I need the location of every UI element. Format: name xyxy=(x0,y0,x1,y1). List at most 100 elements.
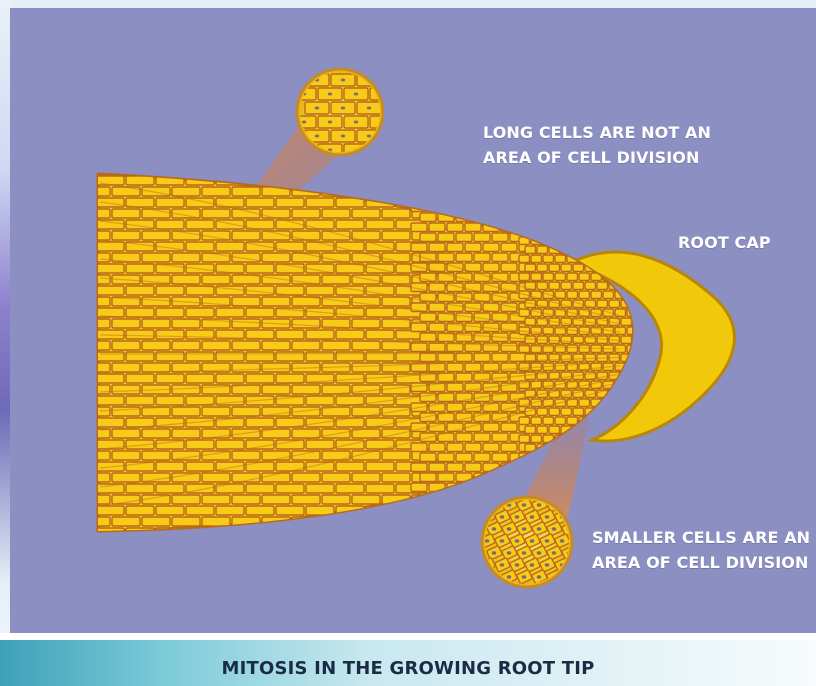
root-cell xyxy=(126,484,154,493)
root-cell xyxy=(156,462,184,471)
root-cell xyxy=(142,429,170,438)
root-cell xyxy=(519,463,535,472)
root-cell xyxy=(366,462,394,471)
root-cell-small xyxy=(579,237,590,245)
root-cell-small xyxy=(573,408,584,416)
root-cell xyxy=(246,484,274,493)
root-cell xyxy=(172,517,200,526)
cell-nucleus xyxy=(485,539,490,542)
root-cell-small xyxy=(543,255,554,263)
root-cell xyxy=(483,423,499,432)
root-cell xyxy=(96,528,124,537)
root-cell-small xyxy=(627,471,638,479)
root-cell xyxy=(82,495,110,504)
root-cell xyxy=(492,493,508,502)
cell-nucleus xyxy=(354,121,358,124)
root-cell xyxy=(246,198,274,207)
root-cell xyxy=(322,517,350,526)
root-cell xyxy=(474,353,490,362)
root-cell-small xyxy=(525,426,536,434)
cell-nucleus xyxy=(507,551,512,554)
root-cell xyxy=(492,453,508,462)
root-cell xyxy=(352,495,380,504)
root-cell xyxy=(82,209,110,218)
root-cell xyxy=(411,503,427,512)
root-cell-small xyxy=(627,345,638,353)
root-cell xyxy=(246,418,274,427)
root-cell xyxy=(420,493,436,502)
root-cell-small xyxy=(639,453,650,461)
root-cell xyxy=(322,473,350,482)
left-decorative-strip xyxy=(0,0,10,686)
root-cell xyxy=(483,263,499,272)
root-cell-small xyxy=(633,318,644,326)
root-cell xyxy=(412,187,440,196)
root-cell xyxy=(112,363,140,372)
root-cell xyxy=(456,513,472,522)
root-cell-small xyxy=(519,417,530,425)
cell-nucleus xyxy=(367,135,371,138)
root-cell xyxy=(186,242,214,251)
root-cell xyxy=(292,495,320,504)
root-cell-small xyxy=(603,237,614,245)
root-cell xyxy=(501,363,517,372)
root-cell xyxy=(519,223,535,232)
root-cell-small xyxy=(621,462,632,470)
root-cell xyxy=(438,453,454,462)
root-cell xyxy=(96,374,124,383)
root-cell xyxy=(382,253,410,262)
root-cell xyxy=(156,484,184,493)
root-cell xyxy=(426,176,454,185)
root-cell-small xyxy=(531,453,542,461)
root-cell-small xyxy=(579,273,590,281)
root-cell-small xyxy=(633,336,644,344)
root-cell-small xyxy=(591,453,602,461)
root-cell xyxy=(366,330,394,339)
cell-nucleus xyxy=(507,527,512,530)
root-cell xyxy=(232,297,260,306)
root-cell xyxy=(96,352,124,361)
root-cell-small xyxy=(519,471,530,479)
root-cell xyxy=(126,528,154,537)
root-cell xyxy=(465,223,481,232)
root-cell xyxy=(411,383,427,392)
root-cell xyxy=(96,396,124,405)
root-cell xyxy=(126,330,154,339)
root-cell xyxy=(438,353,454,362)
footer-bar: MITOSIS IN THE GROWING ROOT TIP xyxy=(0,650,816,686)
root-cell-small xyxy=(525,246,536,254)
root-cell xyxy=(501,483,517,492)
root-cell xyxy=(172,275,200,284)
long-cells-label-line2: AREA OF CELL DIVISION xyxy=(483,146,711,171)
cell-nucleus xyxy=(552,551,557,554)
cell-nucleus xyxy=(341,107,345,110)
root-cell xyxy=(420,453,436,462)
root-cell xyxy=(429,503,445,512)
root-cell xyxy=(202,341,230,350)
root-cell xyxy=(82,297,110,306)
root-cell xyxy=(492,253,508,262)
root-cell-small xyxy=(597,300,608,308)
root-cell xyxy=(142,319,170,328)
root-cell xyxy=(246,528,274,537)
root-cell-small xyxy=(555,273,566,281)
root-cell xyxy=(306,484,334,493)
root-cell-small xyxy=(519,363,530,371)
root-cell-small xyxy=(567,273,578,281)
root-cell-small xyxy=(615,381,626,389)
root-cell xyxy=(426,198,454,207)
root-cell xyxy=(465,463,481,472)
root-cell xyxy=(202,187,230,196)
root-cell xyxy=(112,319,140,328)
root-cell xyxy=(492,433,508,442)
root-cell-small xyxy=(567,417,578,425)
root-cell-small xyxy=(621,480,632,488)
root-cell xyxy=(82,341,110,350)
root-cell-small xyxy=(537,408,548,416)
root-cell xyxy=(456,373,472,382)
root-cell xyxy=(492,193,508,202)
root-cell xyxy=(396,176,424,185)
root-cell xyxy=(483,203,499,212)
root-cell xyxy=(156,396,184,405)
root-cell-small xyxy=(585,480,596,488)
